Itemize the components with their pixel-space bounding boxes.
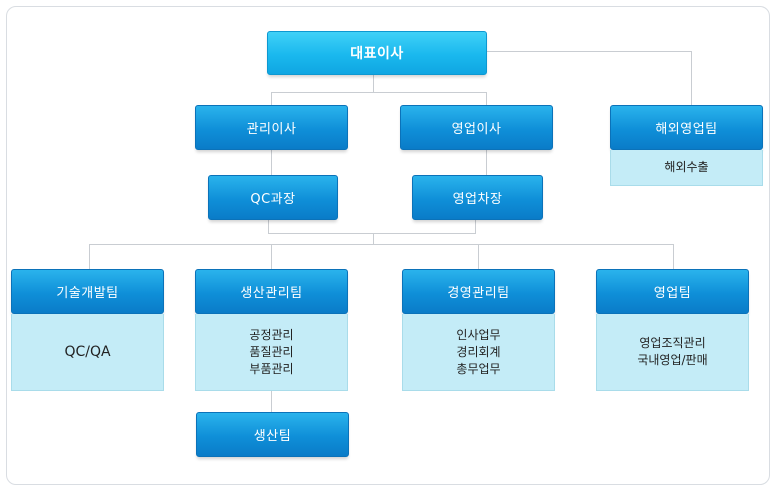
connector-managing-qc [271,149,272,175]
team-detail-item: QC/QA [64,343,111,360]
connector-to-managing [271,92,272,105]
team-detail-business-mgmt: 인사업무 경리회계 총무업무 [402,314,555,391]
connector-directors-h [271,92,487,93]
team-detail-item: 공정관리 [249,327,294,342]
ceo-box: 대표이사 [267,31,487,75]
team-box-sales: 영업팀 [596,269,749,314]
team-box-tech-dev: 기술개발팀 [11,269,164,314]
team-box-production-mgmt: 생산관리팀 [195,269,348,314]
team-detail-item: 총무업무 [456,361,501,376]
sales-director-box: 영업이사 [400,105,553,150]
qc-section-box: QC과장 [208,175,338,220]
team-detail-tech-dev: QC/QA [11,314,164,391]
connector-to-team-3 [478,244,479,270]
overseas-team-box: 해외영업팀 [610,105,763,150]
connector-to-team-2 [271,244,272,270]
connector-center-down [373,233,374,244]
overseas-detail-box: 해외수출 [610,150,763,186]
team-detail-item: 영업조직관리 [639,336,706,350]
connector-to-sales [486,92,487,105]
sales-deputy-box: 영업차장 [412,175,543,220]
connector-deputy-down [475,219,476,233]
connector-qc-down [268,219,269,233]
production-team-box: 생산팀 [196,412,349,457]
team-detail-sales: 영업조직관리 국내영업/판매 [596,314,749,391]
connector-to-production [271,390,272,412]
team-detail-item: 부품관리 [249,361,294,376]
connector-ceo-down [373,75,374,92]
team-detail-production-mgmt: 공정관리 품질관리 부품관리 [195,314,348,391]
connector-to-team-1 [89,244,90,270]
org-chart-frame [6,6,770,485]
connector-to-overseas [691,51,692,105]
team-detail-item: 국내영업/판매 [637,353,708,367]
team-detail-item: 품질관리 [249,344,294,359]
connector-to-team-4 [673,244,674,270]
connector-teams-h [89,244,674,245]
overseas-detail-item: 해외수출 [664,160,709,174]
team-box-business-mgmt: 경영관리팀 [402,269,555,314]
managing-director-box: 관리이사 [195,105,348,150]
connector-sales-deputy [486,149,487,175]
connector-mid-h [268,233,476,234]
team-detail-item: 인사업무 [456,327,501,342]
connector-ceo-right [486,51,692,52]
team-detail-item: 경리회계 [456,344,501,359]
